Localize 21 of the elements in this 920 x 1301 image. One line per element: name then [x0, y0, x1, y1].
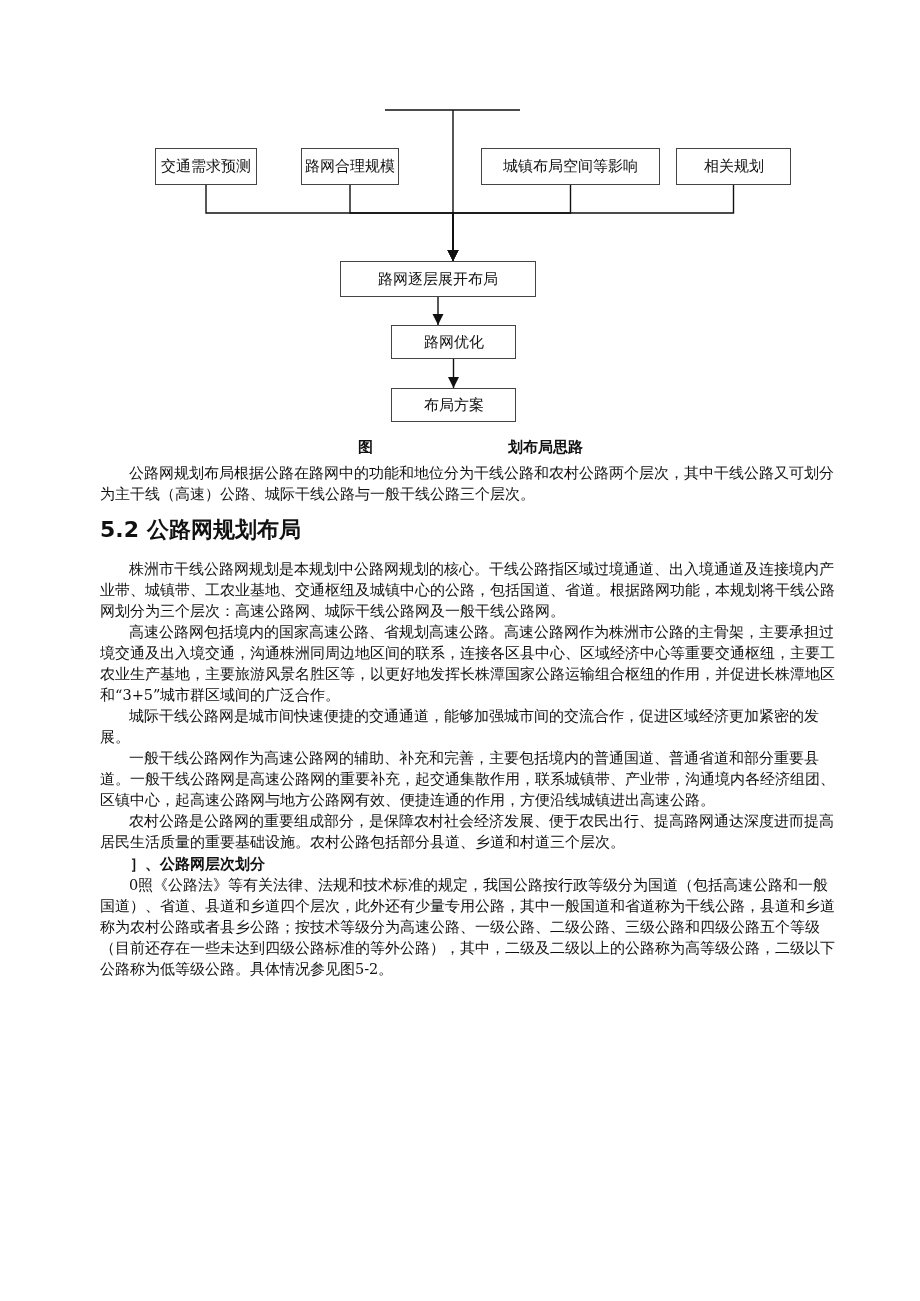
arrow: [432, 296, 444, 326]
paragraph: 公路网规划布局根据公路在路网中的功能和地位分为干线公路和农村公路两个层次，其中干线公路又可划分为主干线（高速）公路、城际干线公路与一般干线公路三个层次。: [100, 464, 835, 504]
process-box: 布局方案: [391, 388, 516, 422]
process-box: 城镇布局空间等影响: [481, 148, 660, 185]
process-box: 相关规划: [676, 148, 791, 185]
process-box: 路网逐层展开布局: [340, 261, 536, 297]
arrow: [447, 358, 460, 389]
paragraph: 农村公路是公路网的重要组成部分，是保障农村社会经济发展、便于农民出行、提高路网通达深度进而提高居民生活质量的重要基础设施。农村公路包括部分县道、乡道和村道三个层次。: [100, 812, 835, 852]
subsection-heading: ］、公路网层次划分: [130, 854, 266, 875]
paragraph: 一般干线公路网作为高速公路网的辅助、补充和完善，主要包括境内的普通国道、普通省道和部分重要县道。一般干线公路网是高速公路网的重要补充，起交通集散作用，联系城镇带、产业带，沟通境内各经济组团、区镇中心，起高速公路网与地方公路网有效、便捷连通的作用，方便沿线城镇进出高速公路。: [100, 749, 836, 810]
paragraph: 高速公路网包括境内的国家高速公路、省规划高速公路。高速公路网作为株洲市公路的主骨架，主要承担过境交通及出入境交通，沟通株洲同周边地区间的联系，连接各区县中心、区域经济中心等重要交通枢纽，主要工农业生产基地，主要旅游风景名胜区等，以更好地发挥长株潭国家公路运输组合枢纽的作用，并促进长株潭地区和“3+5”城市群区域间的广泛合作。: [100, 623, 836, 705]
paragraph: 城际干线公路网是城市间快速便捷的交通通道，能够加强城市间的交流合作，促进区域经济更加紧密的发展。: [100, 707, 820, 747]
figure-caption: 图: [357, 438, 373, 457]
paragraph: 株洲市干线公路网规划是本规划中公路网规划的核心。干线公路指区域过境通道、出入境通道及连接境内产业带、城镇带、工农业基地、交通枢纽及城镇中心的公路，包括国道、省道。根据路网功能，本规划将干线公路网划分为三个层次：高速公路网、城际干线公路网及一般干线公路网。: [100, 560, 836, 621]
figure-caption: 划布局思路: [507, 438, 583, 457]
arrow: [384, 109, 521, 262]
process-box: 路网合理规模: [301, 148, 399, 185]
process-box: 路网优化: [391, 325, 516, 359]
paragraph: 0照《公路法》等有关法律、法规和技术标准的规定，我国公路按行政等级分为国道（包括高速公路和一般国道）、省道、县道和乡道四个层次，此外还有少量专用公路，其中一般国道和省道称为干线公路，县道和乡道称为农村公路或者县乡公路；按技术等级分为高速公路、一级公路、二级公路、三级公路和四级公路五个等级（目前还存在一些未达到四级公路标准的等外公路），其中，二级及二级以上的公路称为高等级公路，二级以下公路称为低等级公路。具体情况参见图5-2。: [100, 876, 836, 979]
section-heading: 5.2 公路网规划布局: [100, 516, 302, 544]
process-box: 交通需求预测: [155, 148, 257, 185]
